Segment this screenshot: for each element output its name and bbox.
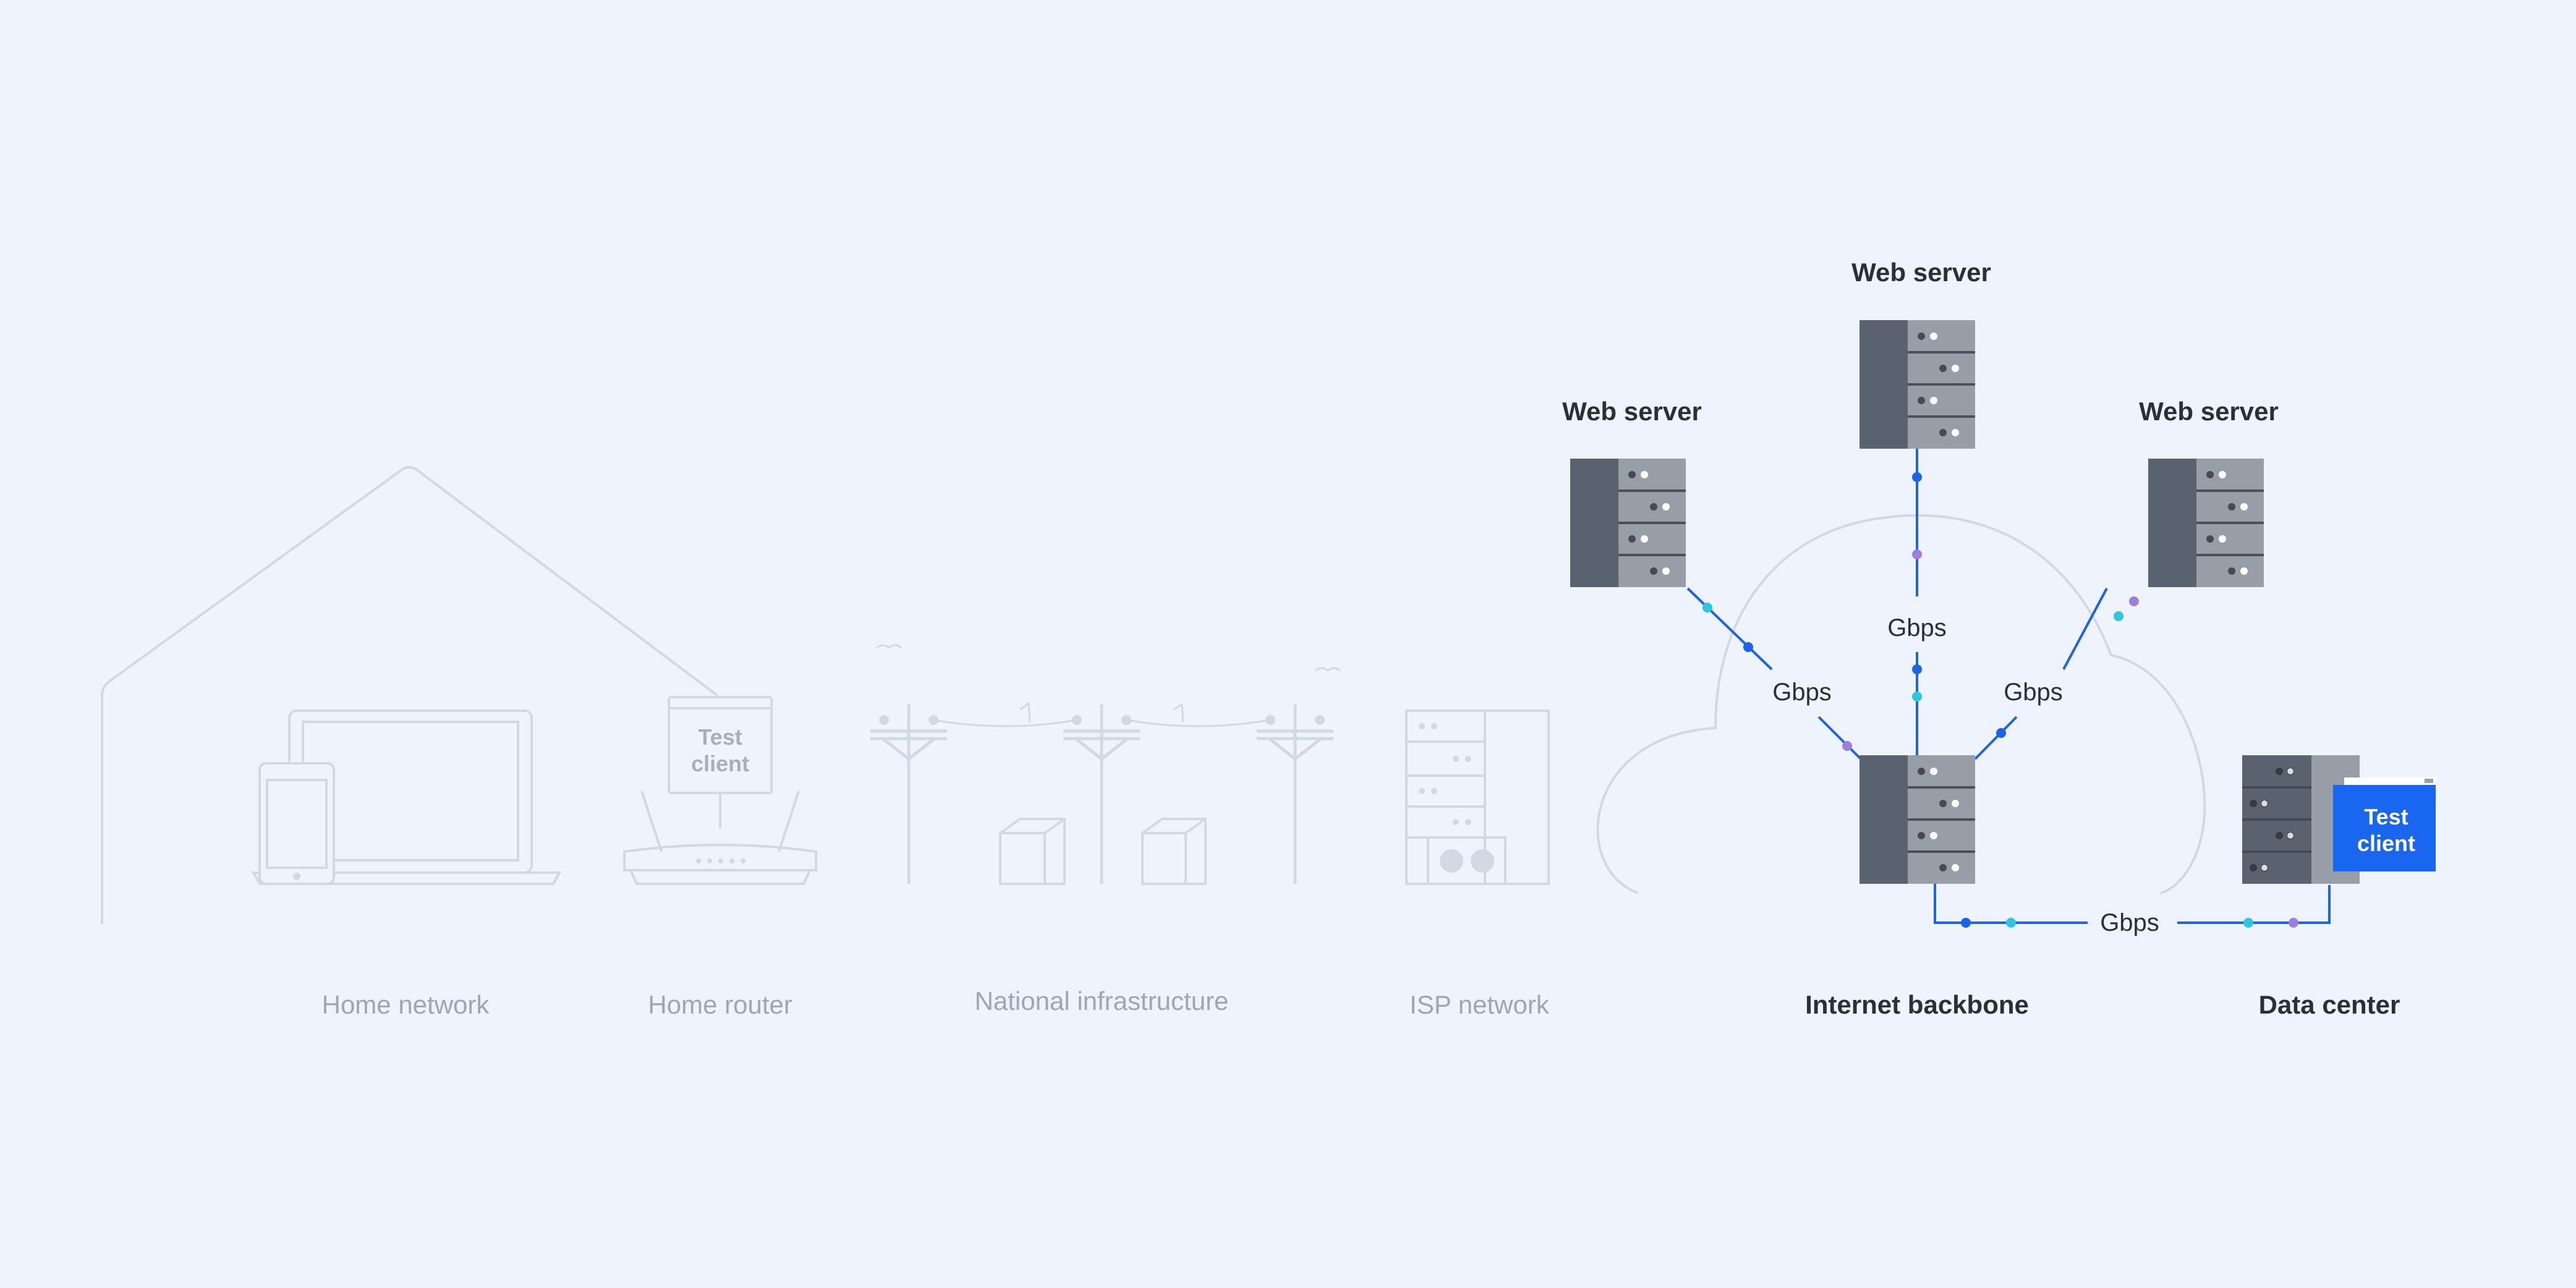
server-led bbox=[1952, 365, 1959, 372]
server-led bbox=[1939, 800, 1947, 807]
web-server-left-title: Web server bbox=[1562, 397, 1702, 426]
web-server-center-icon bbox=[1860, 320, 1975, 449]
isp-server-icon bbox=[1405, 710, 1550, 885]
label-isp-network: ISP network bbox=[1409, 990, 1550, 1019]
server-led bbox=[1918, 832, 1925, 839]
web-server-left-icon bbox=[1570, 459, 1686, 587]
dc-test-client-line1: Test bbox=[2364, 804, 2408, 829]
server-led bbox=[1641, 471, 1648, 478]
server-led bbox=[1662, 503, 1670, 511]
server-led bbox=[1930, 397, 1937, 404]
server-led bbox=[1952, 429, 1959, 436]
server-led bbox=[1650, 503, 1657, 511]
server-led bbox=[1662, 567, 1670, 575]
server-led bbox=[2219, 535, 2226, 543]
speed-label-center: Gbps bbox=[1887, 614, 1947, 642]
home-router-icon bbox=[623, 790, 817, 885]
small-houses-icon bbox=[999, 818, 1207, 885]
server-panel bbox=[2148, 459, 2196, 587]
server-led bbox=[1939, 365, 1947, 372]
home-test-client-window: Test client bbox=[668, 696, 773, 794]
server-led bbox=[1650, 567, 1657, 575]
web-server-right-title: Web server bbox=[2139, 397, 2279, 426]
speed-label-right: Gbps bbox=[2004, 679, 2063, 706]
home-test-client-line1: Test bbox=[698, 724, 742, 750]
web-server-right-icon bbox=[2148, 459, 2264, 587]
power-poles-icon bbox=[870, 644, 1341, 884]
speed-label-left: Gbps bbox=[1772, 679, 1832, 706]
server-led bbox=[1952, 800, 1959, 807]
server-led bbox=[2228, 567, 2235, 575]
label-home-network: Home network bbox=[322, 990, 490, 1019]
server-panel bbox=[1570, 459, 1618, 587]
label-home-router: Home router bbox=[648, 990, 792, 1019]
label-national-infrastructure: National infrastructure bbox=[975, 986, 1229, 1015]
server-led bbox=[1939, 864, 1947, 871]
server-led bbox=[1939, 429, 1947, 436]
server-panel bbox=[1860, 755, 1908, 884]
home-test-client-line2: client bbox=[691, 751, 749, 776]
speed-label-bottom: Gbps bbox=[2100, 909, 2159, 936]
server-led bbox=[2240, 567, 2248, 575]
server-led bbox=[1628, 535, 1636, 543]
data-center-test-client-window: Test client bbox=[2333, 777, 2436, 871]
label-internet-backbone: Internet backbone bbox=[1805, 990, 2029, 1019]
server-led bbox=[1918, 397, 1925, 404]
dc-test-client-line2: client bbox=[2357, 831, 2415, 856]
speed-labels: Gbps Gbps Gbps Gbps bbox=[1762, 609, 2159, 936]
tablet-icon bbox=[258, 762, 335, 885]
server-led bbox=[2240, 503, 2248, 511]
server-led bbox=[1930, 333, 1937, 340]
server-led bbox=[2206, 535, 2214, 543]
server-led bbox=[1641, 535, 1648, 543]
link-dots bbox=[1702, 472, 2298, 928]
server-led bbox=[1930, 768, 1937, 775]
server-led bbox=[1918, 768, 1925, 775]
server-led bbox=[2206, 471, 2214, 478]
server-led bbox=[1918, 333, 1925, 340]
server-led bbox=[2219, 471, 2226, 478]
home-house-outline bbox=[101, 466, 718, 924]
backbone-server-icon bbox=[1860, 755, 1975, 884]
server-led bbox=[1628, 471, 1636, 478]
internet-cloud-outline bbox=[1596, 514, 2206, 894]
server-panel bbox=[1860, 320, 1908, 449]
server-led bbox=[1930, 832, 1937, 839]
web-server-center-title: Web server bbox=[1851, 258, 1991, 287]
network-links bbox=[1686, 448, 2331, 924]
label-data-center: Data center bbox=[2259, 990, 2400, 1019]
server-led bbox=[1952, 864, 1959, 871]
server-led bbox=[2228, 503, 2235, 511]
